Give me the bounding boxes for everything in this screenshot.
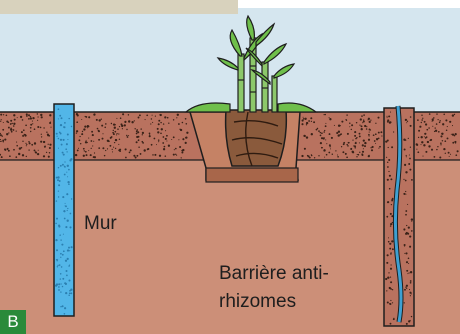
- panel-letter-badge: B: [0, 310, 26, 334]
- sky-area: [0, 0, 460, 112]
- barrier-label-line1: Barrière anti-: [219, 262, 329, 286]
- frame-top-bar: [0, 0, 238, 14]
- planting-hole-base: [206, 168, 298, 182]
- page-margin: [238, 0, 460, 8]
- barrier-label-line2: rhizomes: [219, 290, 296, 314]
- wall-label: Mur: [84, 212, 117, 236]
